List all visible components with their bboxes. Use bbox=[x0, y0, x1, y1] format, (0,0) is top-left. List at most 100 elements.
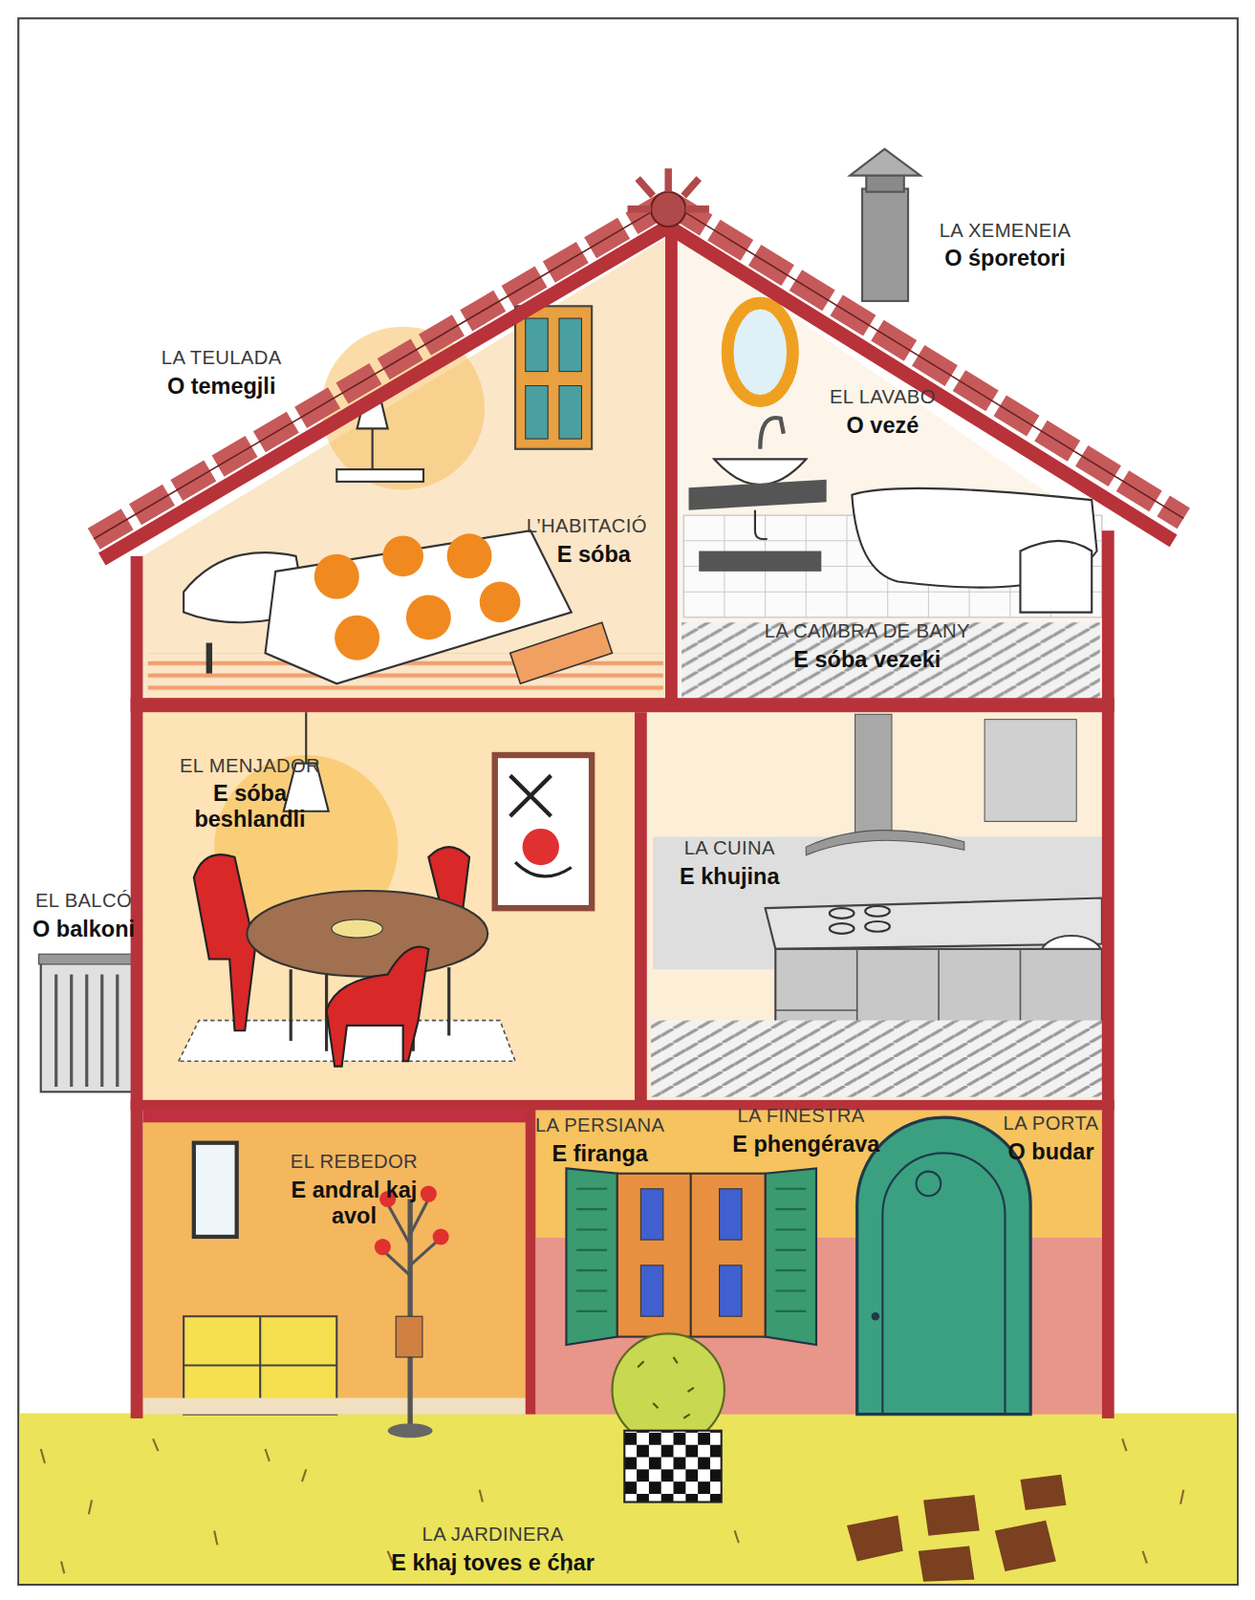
catalan-label: LA PERSIANA bbox=[535, 1114, 665, 1137]
roof-shape bbox=[627, 168, 710, 210]
chimney bbox=[849, 149, 921, 302]
catalan-label: EL MENJADOR bbox=[179, 755, 321, 778]
front-facade-shape bbox=[871, 1312, 881, 1321]
kitchen-shape bbox=[650, 1020, 1103, 1098]
front-facade-shape bbox=[637, 1357, 694, 1419]
walls-shape bbox=[142, 1107, 529, 1123]
catalan-label: LA XEMENEIA bbox=[939, 219, 1072, 242]
stepping-stones-shape bbox=[846, 1514, 904, 1561]
dining-room-shape bbox=[510, 775, 552, 817]
front-facade-shape bbox=[690, 1173, 693, 1338]
walls-shape bbox=[665, 229, 678, 704]
frame-shape bbox=[18, 18, 1238, 1585]
hallway-shape bbox=[395, 1316, 423, 1358]
bedroom-shape bbox=[336, 469, 424, 482]
bathroom-shape bbox=[1019, 540, 1092, 613]
bedroom-shape bbox=[515, 305, 592, 449]
walls-shape bbox=[130, 697, 1115, 713]
hallway bbox=[142, 1143, 529, 1439]
kitchen-shape bbox=[865, 906, 890, 917]
bedroom-shape bbox=[314, 554, 360, 600]
stepping-stones-shape bbox=[923, 1494, 980, 1537]
kitchen-shape bbox=[855, 714, 892, 837]
front-facade-shape bbox=[719, 1265, 742, 1317]
hallway-shape bbox=[142, 1398, 529, 1415]
bedroom-shape bbox=[371, 428, 374, 470]
bedroom-shape bbox=[479, 582, 521, 624]
dining-room-shape bbox=[326, 946, 430, 1066]
romani-label: E firanga bbox=[551, 1141, 648, 1168]
front-facade-shape bbox=[617, 1173, 766, 1338]
dining-room-shape bbox=[495, 755, 592, 909]
balcony-shape bbox=[41, 959, 138, 1093]
bedroom-shape bbox=[447, 533, 493, 579]
romani-label: O budar bbox=[1008, 1138, 1095, 1165]
catalan-label: EL LAVABO bbox=[829, 386, 936, 409]
catalan-label: LA FINESTRA bbox=[736, 1104, 865, 1127]
catalan-label: LA CAMBRA DE BANY bbox=[764, 620, 971, 643]
front-facade-shape bbox=[882, 1152, 1005, 1414]
room-fills-shape bbox=[142, 712, 641, 1103]
front-facade-shape bbox=[565, 1168, 617, 1345]
romani-label: O balkoni bbox=[32, 916, 135, 943]
front-facade-shape bbox=[640, 1189, 663, 1240]
kitchen-shape bbox=[984, 719, 1077, 823]
dining-room-shape bbox=[522, 828, 560, 866]
ground-shape bbox=[19, 1413, 1237, 1584]
dining-room-shape bbox=[194, 854, 256, 1031]
catalan-label: EL REBEDOR bbox=[290, 1150, 418, 1173]
catalan-label: LA CUINA bbox=[684, 836, 776, 859]
front-facade bbox=[565, 1117, 1031, 1502]
stepping-stones-shape bbox=[1019, 1474, 1066, 1511]
balcony-shape bbox=[56, 974, 118, 1087]
roof-shape bbox=[650, 192, 686, 227]
bedroom-shape bbox=[525, 386, 548, 440]
bedroom-shape bbox=[510, 622, 613, 684]
bedroom-shape bbox=[406, 594, 452, 640]
walls-shape bbox=[1102, 530, 1115, 1419]
front-facade-shape bbox=[624, 1430, 721, 1503]
front-facade-shape bbox=[857, 1117, 1031, 1415]
hallway-shape bbox=[388, 1423, 433, 1438]
bedroom-shape bbox=[559, 318, 582, 372]
ground-shape bbox=[41, 1438, 1185, 1574]
bathroom-shape bbox=[689, 479, 827, 511]
bedroom-shape bbox=[559, 386, 582, 440]
stepping-stones-shape bbox=[918, 1545, 975, 1581]
kitchen-shape bbox=[865, 921, 890, 932]
roof bbox=[93, 168, 1184, 560]
romani-label: E sóba beshlandli bbox=[168, 780, 332, 833]
catalan-label: L’HABITACIÓ bbox=[526, 515, 648, 538]
romani-label: E khaj toves e ćhar bbox=[390, 1550, 595, 1577]
dining-room-shape bbox=[515, 862, 572, 877]
roof-shape bbox=[102, 226, 1174, 560]
bedroom-shape bbox=[206, 643, 213, 674]
room-fills-shape bbox=[678, 237, 1103, 705]
romani-label: O vezé bbox=[846, 411, 920, 438]
kitchen bbox=[650, 714, 1103, 1097]
bedroom-shape bbox=[525, 318, 548, 372]
hallway-shape bbox=[382, 1198, 439, 1276]
dining-room-shape bbox=[331, 919, 383, 938]
roof-shape bbox=[93, 201, 1184, 539]
bathroom-shape bbox=[727, 302, 793, 401]
romani-label: E sóba bbox=[557, 541, 631, 568]
front-facade-shape bbox=[765, 1168, 817, 1345]
bathroom-shape bbox=[714, 458, 806, 485]
front-facade-shape bbox=[719, 1189, 742, 1240]
bathroom-shape bbox=[759, 417, 784, 450]
bedroom-shape bbox=[334, 615, 380, 661]
hallway-shape bbox=[194, 1143, 238, 1237]
romani-label: E khujina bbox=[679, 863, 779, 889]
stepping-stones bbox=[846, 1474, 1067, 1582]
front-facade-shape bbox=[916, 1171, 942, 1197]
front-facade-shape bbox=[640, 1265, 663, 1317]
room-fills-shape bbox=[142, 1120, 529, 1414]
stepping-stones-shape bbox=[995, 1520, 1057, 1572]
front-facade-shape bbox=[611, 1333, 724, 1446]
chimney-shape bbox=[849, 149, 921, 176]
dining-room-shape bbox=[246, 890, 488, 977]
